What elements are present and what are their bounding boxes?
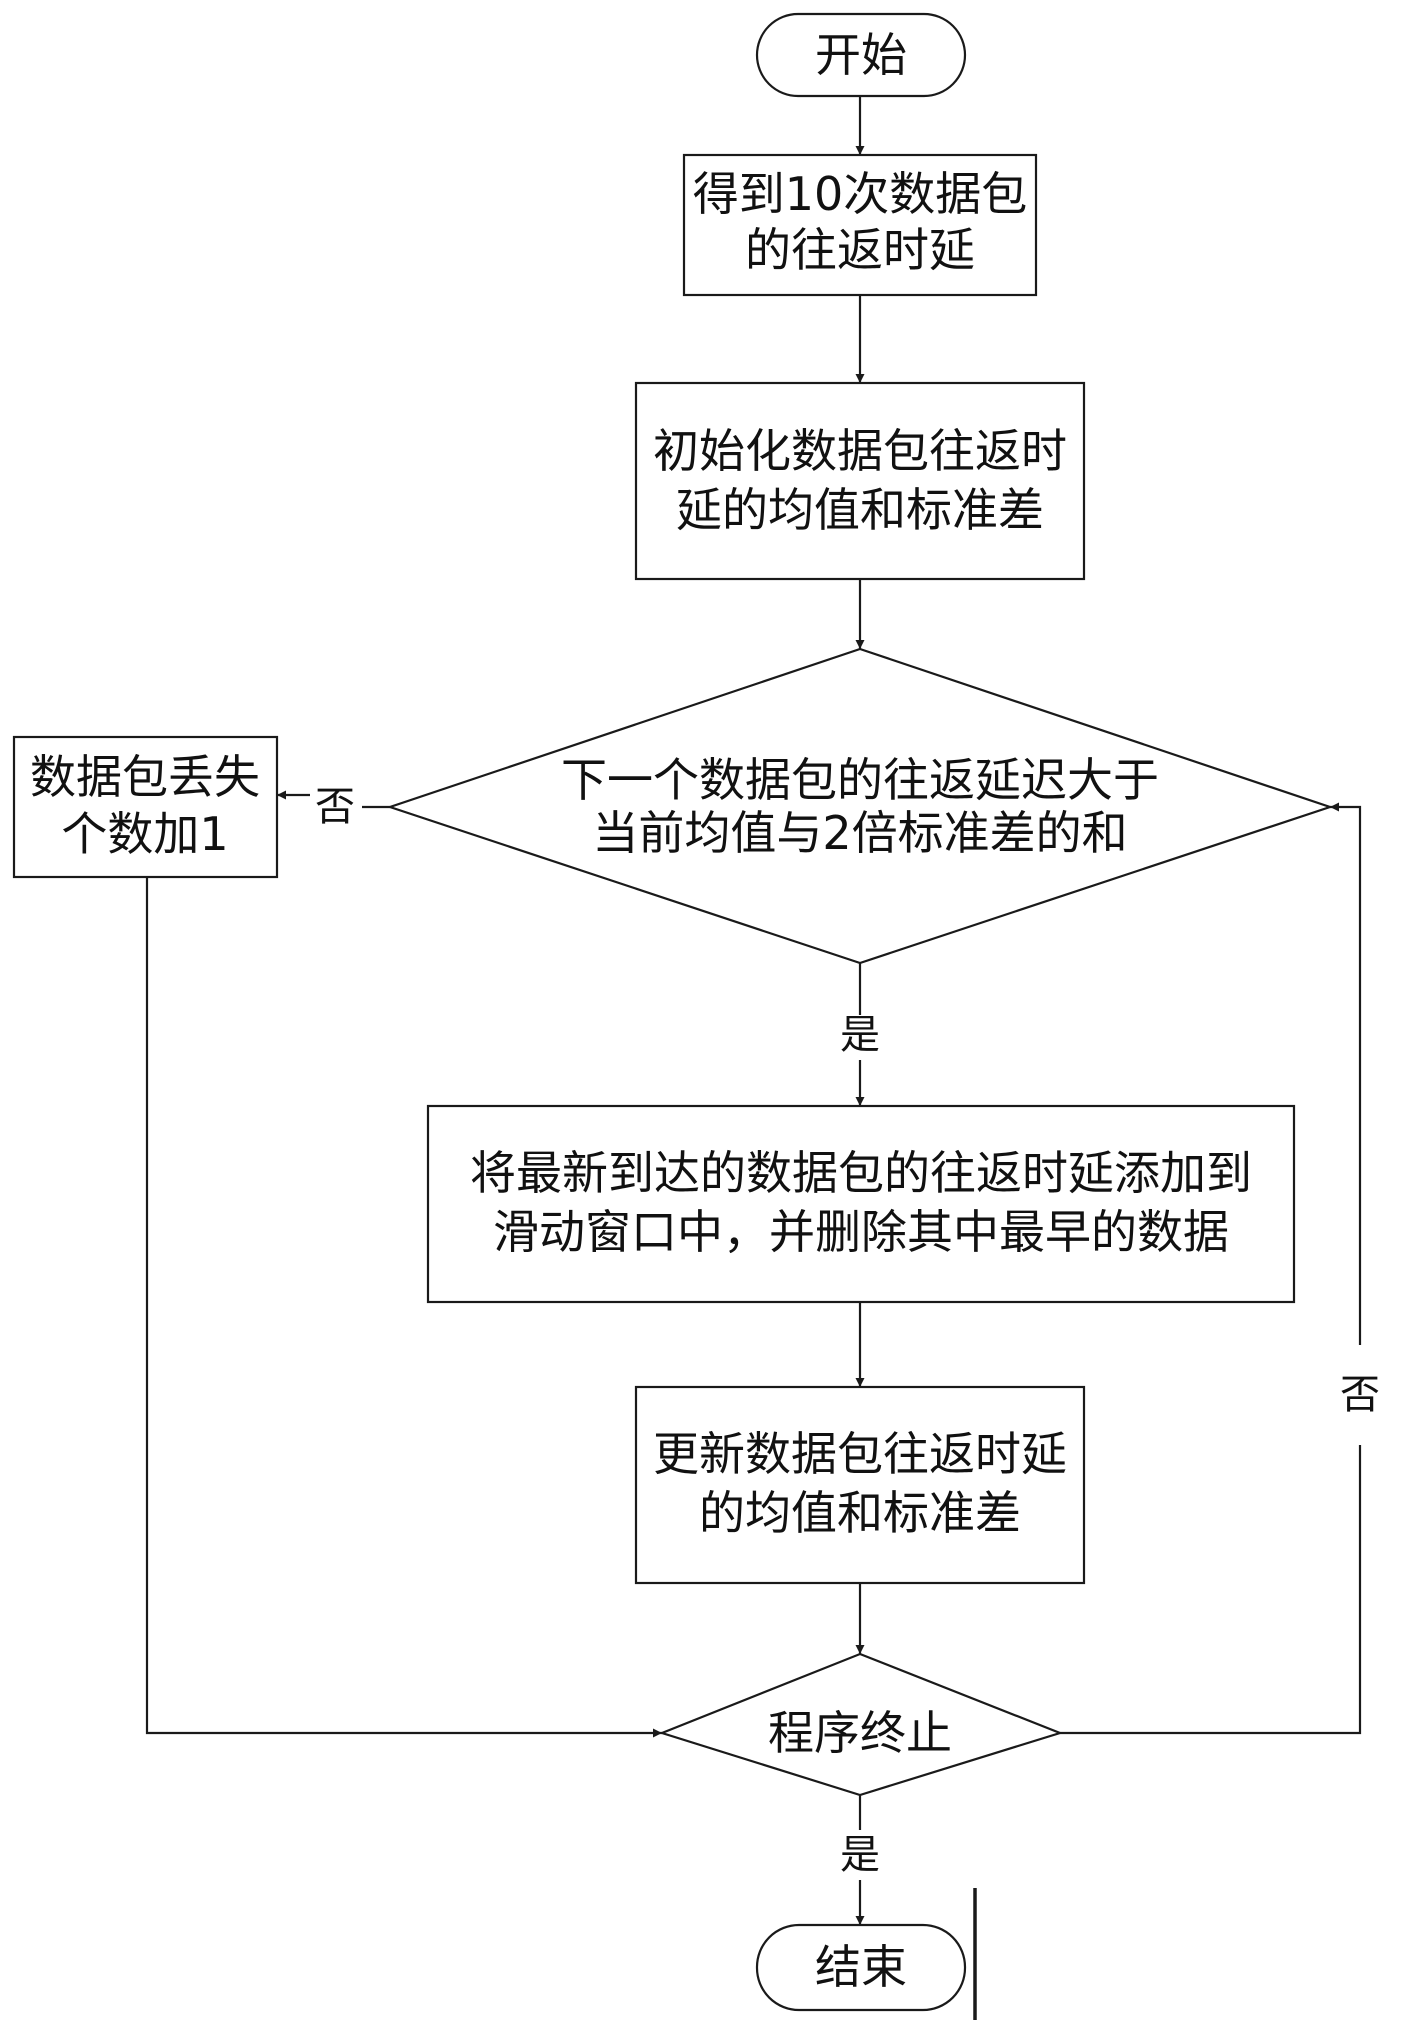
get-rtt-label-line-2: 的往返时延 [745,223,975,277]
arrow-end-check-no-loop-upper [1330,802,1362,1345]
update-stats-label-line-2: 的均值和标准差 [699,1486,1021,1540]
edge-label-end-check-yes: 是 [840,1832,880,1878]
program-end-decision: 程序终止 [658,1652,1064,1797]
start-label: 开始 [815,28,907,82]
program-end-label: 程序终止 [768,1706,952,1760]
delay-check-label-line-1: 下一个数据包的往返延迟大于 [561,753,1159,807]
init-stats-process: 初始化数据包往返时 延的均值和标准差 [634,381,1086,581]
delay-check-label-line-2: 当前均值与2倍标准差的和 [592,806,1127,860]
init-stats-label-line-1: 初始化数据包往返时 [653,424,1067,478]
edge-label-end-check-no: 否 [1340,1372,1380,1418]
loss-count-label-line-1: 数据包丢失 [30,750,260,804]
arrow-end-check-no-loop [1060,1445,1362,1735]
end-label: 结束 [815,1940,907,1994]
get-rtt-process: 得到10次数据包 的往返时延 [682,153,1038,297]
delay-check-decision: 下一个数据包的往返延迟大于 当前均值与2倍标准差的和 [386,647,1334,965]
slide-window-label-line-1: 将最新到达的数据包的往返时延添加到 [470,1146,1252,1200]
edge-label-delay-check-yes: 是 [840,1012,880,1058]
slide-window-process: 将最新到达的数据包的往返时延添加到 滑动窗口中，并删除其中最早的数据 [426,1104,1296,1304]
update-stats-process: 更新数据包往返时延 的均值和标准差 [634,1385,1086,1585]
loss-count-process: 数据包丢失 个数加1 [12,735,279,879]
loss-count-label-line-2: 个数加1 [61,807,228,861]
update-stats-label-line-1: 更新数据包往返时延 [653,1427,1067,1481]
slide-window-label-line-2: 滑动窗口中，并删除其中最早的数据 [493,1205,1229,1259]
start-terminal: 开始 [755,12,967,98]
get-rtt-label-line-1: 得到10次数据包 [693,167,1028,221]
init-stats-label-line-2: 延的均值和标准差 [676,483,1044,537]
end-terminal: 结束 [755,1923,967,2012]
edge-label-delay-check-no: 否 [315,784,355,830]
arrow-loss-to-end-check [145,877,662,1738]
